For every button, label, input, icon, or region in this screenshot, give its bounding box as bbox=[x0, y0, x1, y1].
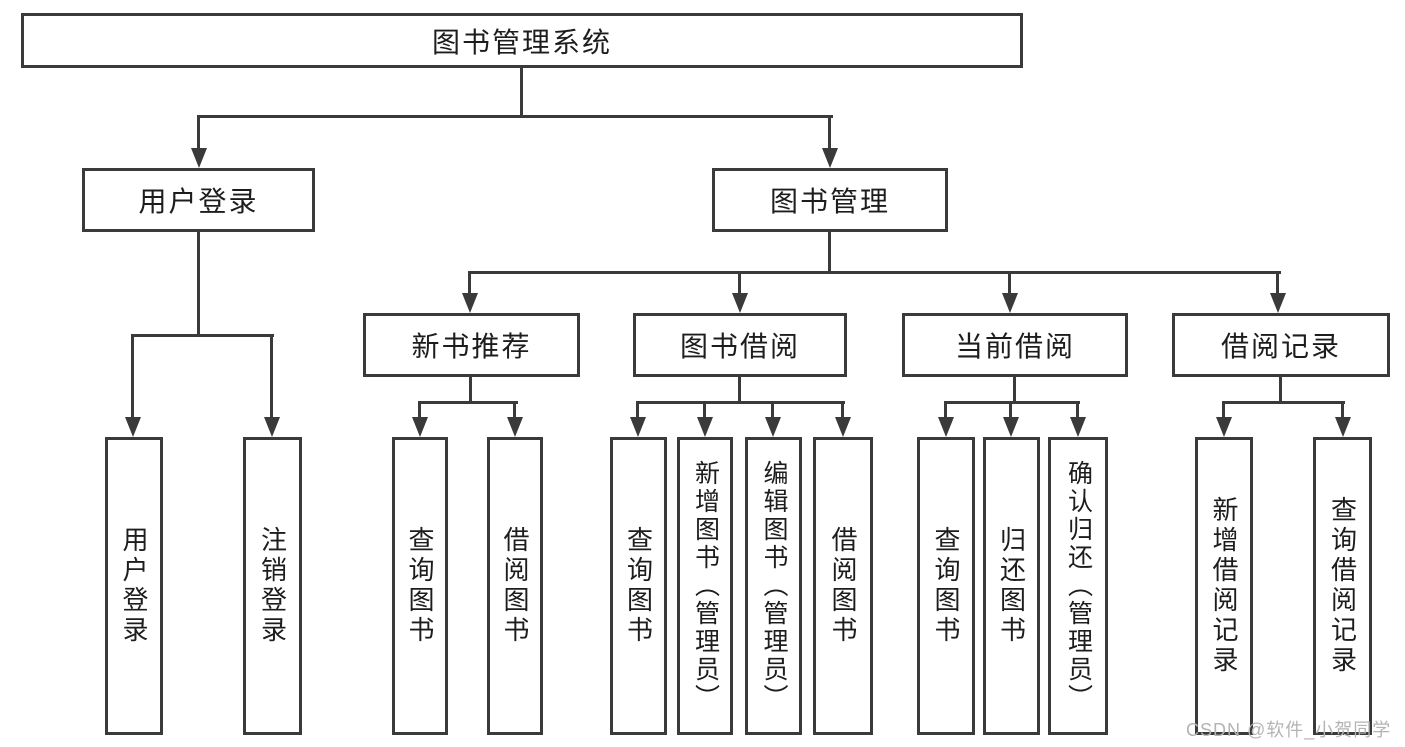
arrow-down-icon bbox=[1335, 417, 1351, 437]
connector-line bbox=[841, 401, 844, 419]
leaf-borrow-books: 借阅图书 bbox=[813, 437, 873, 735]
connector-line bbox=[636, 401, 639, 419]
leaf-edit-books-admin: 编辑图书（管理员） bbox=[745, 437, 802, 735]
arrow-down-icon bbox=[765, 417, 781, 437]
arrow-down-icon bbox=[125, 417, 141, 437]
arrow-down-icon bbox=[1270, 293, 1286, 313]
arrow-down-icon bbox=[1070, 417, 1086, 437]
connector-line bbox=[468, 271, 471, 295]
arrow-down-icon bbox=[938, 417, 954, 437]
connector-line bbox=[469, 377, 472, 404]
node-book-management-branch: 图书管理 bbox=[712, 168, 948, 232]
connector-line bbox=[771, 401, 774, 419]
node-book-borrow: 图书借阅 bbox=[633, 313, 847, 377]
leaf-confirm-return-admin: 确认归还（管理员） bbox=[1048, 437, 1108, 735]
arrow-down-icon bbox=[697, 417, 713, 437]
connector-line bbox=[738, 271, 741, 295]
leaf-query-books: 查询图书 bbox=[610, 437, 667, 735]
node-current-borrow: 当前借阅 bbox=[902, 313, 1128, 377]
arrow-down-icon bbox=[507, 417, 523, 437]
arrow-down-icon bbox=[462, 293, 478, 313]
connector-line bbox=[944, 401, 1080, 404]
connector-line bbox=[197, 115, 833, 118]
connector-line bbox=[197, 115, 200, 150]
arrow-down-icon bbox=[264, 417, 280, 437]
arrow-down-icon bbox=[630, 417, 646, 437]
arrow-down-icon bbox=[732, 293, 748, 313]
arrow-down-icon bbox=[835, 417, 851, 437]
arrow-down-icon bbox=[1003, 417, 1019, 437]
connector-line bbox=[418, 401, 518, 404]
leaf-query-borrow-record: 查询借阅记录 bbox=[1313, 437, 1372, 735]
connector-line bbox=[513, 401, 516, 419]
connector-line bbox=[131, 334, 274, 337]
connector-line bbox=[1276, 271, 1279, 295]
connector-line bbox=[828, 115, 831, 150]
connector-line bbox=[944, 401, 947, 419]
leaf-return-books: 归还图书 bbox=[983, 437, 1040, 735]
connector-line bbox=[636, 401, 845, 404]
connector-line bbox=[520, 68, 523, 118]
arrow-down-icon bbox=[1216, 417, 1232, 437]
arrow-down-icon bbox=[1002, 293, 1018, 313]
connector-line bbox=[468, 271, 1281, 274]
connector-line bbox=[131, 334, 134, 419]
connector-line bbox=[270, 334, 273, 419]
connector-line bbox=[828, 232, 831, 274]
arrow-down-icon bbox=[412, 417, 428, 437]
arrow-down-icon bbox=[191, 148, 207, 168]
connector-line bbox=[1341, 401, 1344, 419]
connector-line bbox=[1008, 271, 1011, 295]
node-user-login-branch: 用户登录 bbox=[82, 168, 315, 232]
leaf-query-books: 查询图书 bbox=[392, 437, 448, 735]
leaf-borrow-books: 借阅图书 bbox=[487, 437, 543, 735]
node-new-book-recommend: 新书推荐 bbox=[363, 313, 580, 377]
leaf-user-login: 用户登录 bbox=[105, 437, 163, 735]
connector-line bbox=[418, 401, 421, 419]
connector-line bbox=[703, 401, 706, 419]
connector-line bbox=[1076, 401, 1079, 419]
connector-line bbox=[1222, 401, 1225, 419]
connector-line bbox=[1222, 401, 1345, 404]
connector-line bbox=[1013, 377, 1016, 404]
leaf-query-books: 查询图书 bbox=[917, 437, 975, 735]
connector-line bbox=[197, 232, 200, 337]
leaf-add-books-admin: 新增图书（管理员） bbox=[677, 437, 733, 735]
arrow-down-icon bbox=[822, 148, 838, 168]
connector-line bbox=[1279, 377, 1282, 404]
leaf-logout: 注销登录 bbox=[243, 437, 302, 735]
connector-line bbox=[1009, 401, 1012, 419]
csdn-watermark: CSDN @软件_小贺同学 bbox=[1186, 720, 1392, 740]
node-root-system: 图书管理系统 bbox=[21, 13, 1023, 68]
node-borrow-records: 借阅记录 bbox=[1172, 313, 1390, 377]
leaf-add-borrow-record: 新增借阅记录 bbox=[1195, 437, 1253, 735]
connector-line bbox=[738, 377, 741, 404]
